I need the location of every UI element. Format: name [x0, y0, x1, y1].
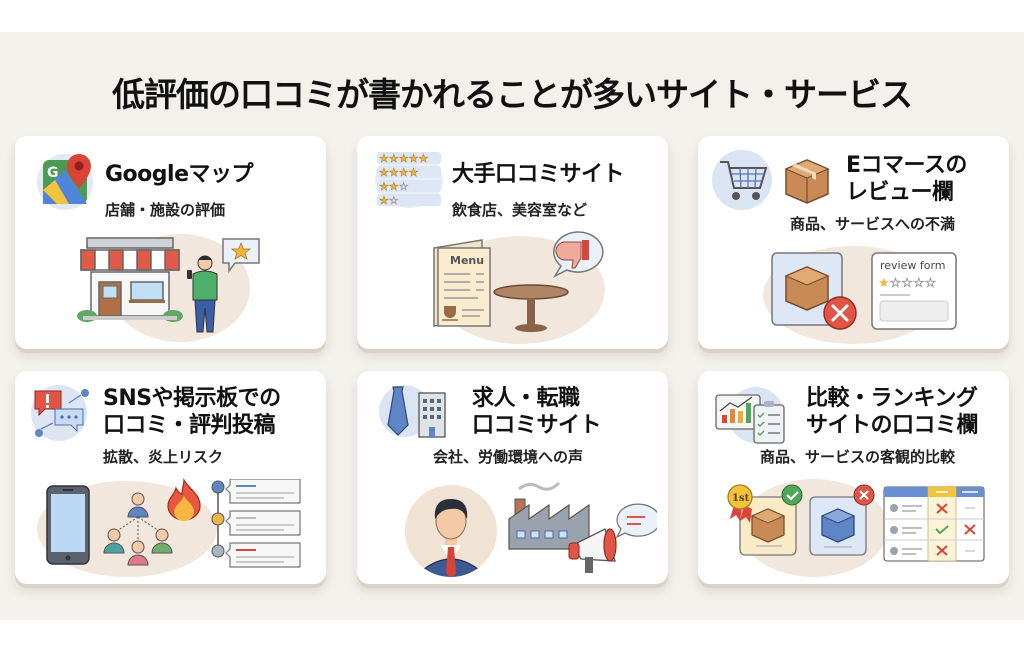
card-title: 求人・転職 口コミサイト [472, 386, 602, 438]
card-comparison: 比較・ランキング サイトの口コミ欄 商品、サービスの客観的比較 1st [698, 371, 1009, 584]
shopping-cart-icon [712, 148, 776, 212]
comparison-table-icon [882, 485, 986, 563]
tie-building-icon [379, 383, 453, 443]
first-place-product-icon: 1st [726, 483, 804, 559]
storefront-icon [75, 236, 185, 324]
star-rating-list-icon: ★★★★★ ★★★★ ★★☆ ★☆ [375, 150, 443, 208]
card-title: SNSや掲示板での 口コミ・評判投稿 [103, 386, 281, 438]
menu-icon: Menu [432, 238, 492, 328]
card-ecommerce: Eコマースの レビュー欄 商品、サービスへの不満 review form ★☆☆… [698, 136, 1009, 349]
card-sns: SNSや掲示板での 口コミ・評判投稿 拡散、炎上リスク [15, 371, 326, 584]
review-form-icon: review form ★☆☆☆☆ [870, 251, 960, 333]
google-maps-pin-icon: G [35, 150, 99, 214]
chat-alert-network-icon [29, 381, 93, 443]
page-title: 低評価の口コミが書かれることが多いサイト・サービス [112, 75, 913, 114]
card-title: Googleマップ [105, 162, 254, 187]
people-network-icon [100, 489, 176, 569]
card-title: 比較・ランキング サイトの口コミ欄 [806, 386, 979, 438]
thumbs-down-bubble-icon [549, 230, 605, 280]
card-subtitle: 店舗・施設の評価 [105, 201, 226, 219]
svg-text:★☆: ★☆ [379, 194, 399, 207]
rejected-package-icon [770, 251, 862, 331]
star-speech-bubble-icon [220, 236, 262, 274]
svg-text:★★★★: ★★★★ [379, 166, 419, 179]
person-with-phone-icon [185, 254, 225, 336]
package-icon [782, 156, 832, 206]
factory-icon [505, 479, 597, 551]
svg-text:★★☆: ★★☆ [379, 180, 409, 193]
fire-icon [165, 478, 203, 522]
card-subtitle: 商品、サービスへの不満 [790, 215, 956, 233]
card-subtitle: 飲食店、美容室など [452, 201, 588, 219]
card-title: 大手口コミサイト [452, 162, 625, 187]
first-place-badge-label: 1st [732, 493, 750, 504]
svg-text:G: G [47, 165, 59, 181]
comment-thread-icon [208, 479, 304, 571]
rejected-product-icon [806, 483, 878, 559]
megaphone-icon [567, 501, 657, 577]
card-subtitle: 拡散、炎上リスク [103, 448, 224, 466]
card-review-sites: ★★★★★ ★★★★ ★★☆ ★☆ 大手口コミサイト 飲食店、美容室など Men… [357, 136, 668, 349]
chart-checklist-icon [712, 381, 788, 447]
card-google-maps: G Googleマップ 店舗・施設の評価 [15, 136, 326, 349]
menu-label: Menu [450, 254, 484, 267]
review-form-label: review form [880, 259, 946, 272]
businessman-avatar-icon [403, 483, 499, 579]
table-icon [492, 284, 570, 334]
card-title: Eコマースの レビュー欄 [846, 153, 967, 205]
card-job-sites: 求人・転職 口コミサイト 会社、労働環境への声 [357, 371, 668, 584]
svg-text:★★★★★: ★★★★★ [379, 152, 428, 165]
card-subtitle: 商品、サービスの客観的比較 [760, 448, 956, 466]
smartphone-icon [45, 484, 91, 566]
card-subtitle: 会社、労働環境への声 [433, 448, 584, 466]
svg-text:★☆☆☆☆: ★☆☆☆☆ [878, 276, 936, 291]
